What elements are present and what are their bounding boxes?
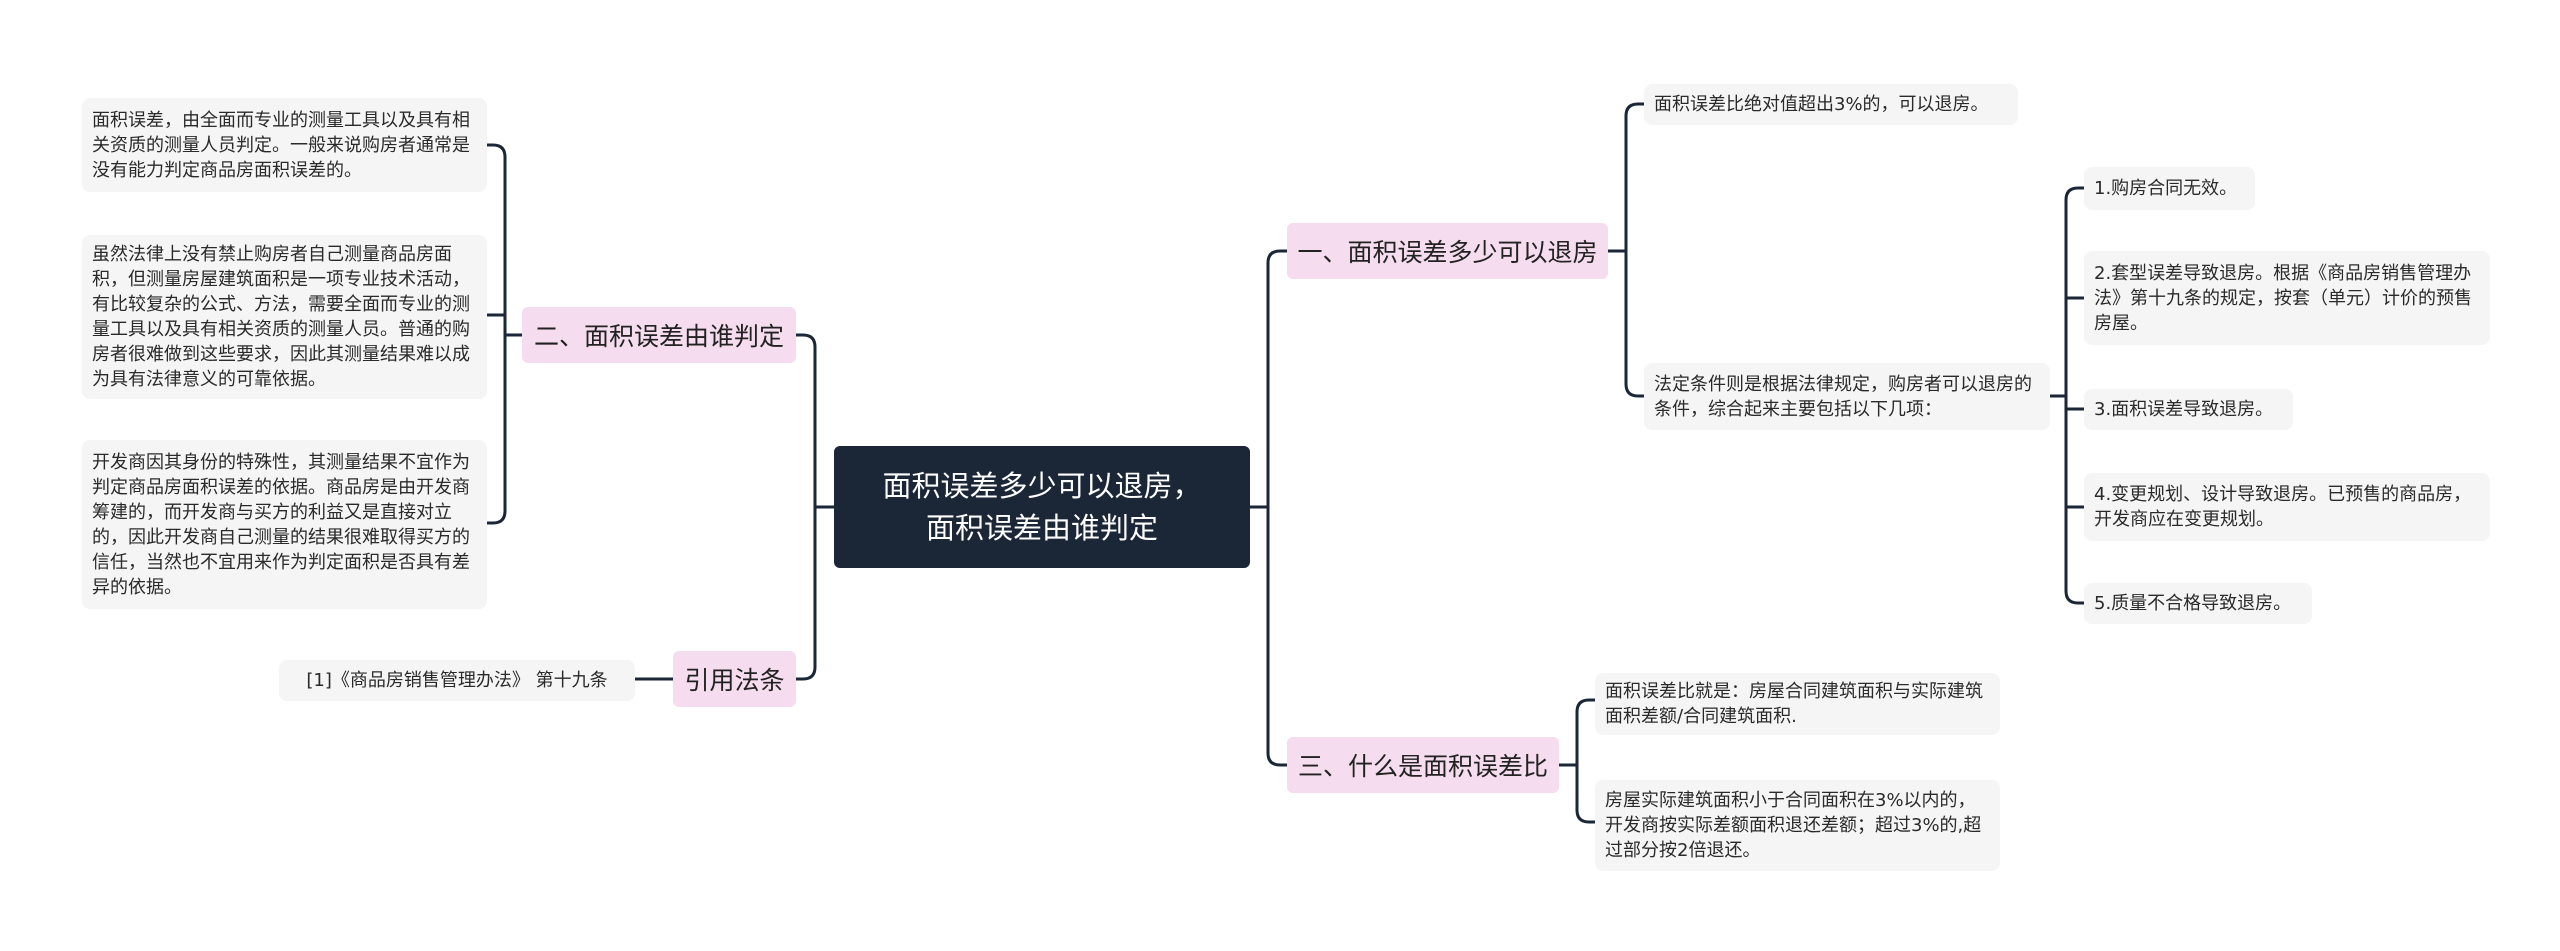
connector-root-right [1248, 249, 1289, 767]
sub-item-2[interactable]: 2.套型误差导致退房。根据《商品房销售管理办法》第十九条的规定，按套（单元）计价… [2084, 251, 2490, 345]
root-topic-line2: 面积误差由谁判定 [925, 511, 1158, 545]
leaf-citation[interactable]: [1]《商品房销售管理办法》 第十九条 [279, 660, 635, 701]
branch-error-ratio[interactable]: 三、什么是面积误差比 [1287, 737, 1559, 793]
sub-item-4[interactable]: 4.变更规划、设计导致退房。已预售的商品房，开发商应在变更规划。 [2084, 473, 2490, 541]
leaf-who-2[interactable]: 虽然法律上没有禁止购房者自己测量商品房面积，但测量房屋建筑面积是一项专业技术活动… [82, 235, 487, 399]
sub-item-3[interactable]: 3.面积误差导致退房。 [2084, 389, 2293, 430]
leaf-refund-1[interactable]: 面积误差比绝对值超出3%的，可以退房。 [1644, 84, 2018, 125]
leaf-ratio-2[interactable]: 房屋实际建筑面积小于合同面积在3%以内的，开发商按实际差额面积退还差额；超过3%… [1595, 780, 2000, 871]
root-topic[interactable]: 面积误差多少可以退房， 面积误差由谁判定 [834, 446, 1250, 568]
connector-root-left [794, 333, 836, 681]
connector-legal-subitems [2048, 186, 2086, 605]
leaf-who-1[interactable]: 面积误差，由全面而专业的测量工具以及具有相关资质的测量人员判定。一般来说购房者通… [82, 98, 487, 192]
leaf-refund-legal[interactable]: 法定条件则是根据法律规定，购房者可以退房的条件，综合起来主要包括以下几项： [1644, 363, 2050, 430]
connector-ratio-leaves [1557, 698, 1597, 824]
branch-who-judges[interactable]: 二、面积误差由谁判定 [522, 307, 796, 363]
sub-item-1[interactable]: 1.购房合同无效。 [2084, 167, 2255, 210]
connector-refund-leaves [1606, 102, 1646, 398]
connector-who-leaves [485, 143, 524, 525]
root-topic-line1: 面积误差多少可以退房， [882, 469, 1202, 503]
sub-item-5[interactable]: 5.质量不合格导致退房。 [2084, 583, 2312, 624]
leaf-ratio-1[interactable]: 面积误差比就是：房屋合同建筑面积与实际建筑面积差额/合同建筑面积. [1595, 673, 2000, 735]
branch-citation[interactable]: 引用法条 [673, 651, 796, 707]
branch-refund-threshold[interactable]: 一、面积误差多少可以退房 [1287, 223, 1608, 279]
leaf-who-3[interactable]: 开发商因其身份的特殊性，其测量结果不宜作为判定商品房面积误差的依据。商品房是由开… [82, 440, 487, 609]
